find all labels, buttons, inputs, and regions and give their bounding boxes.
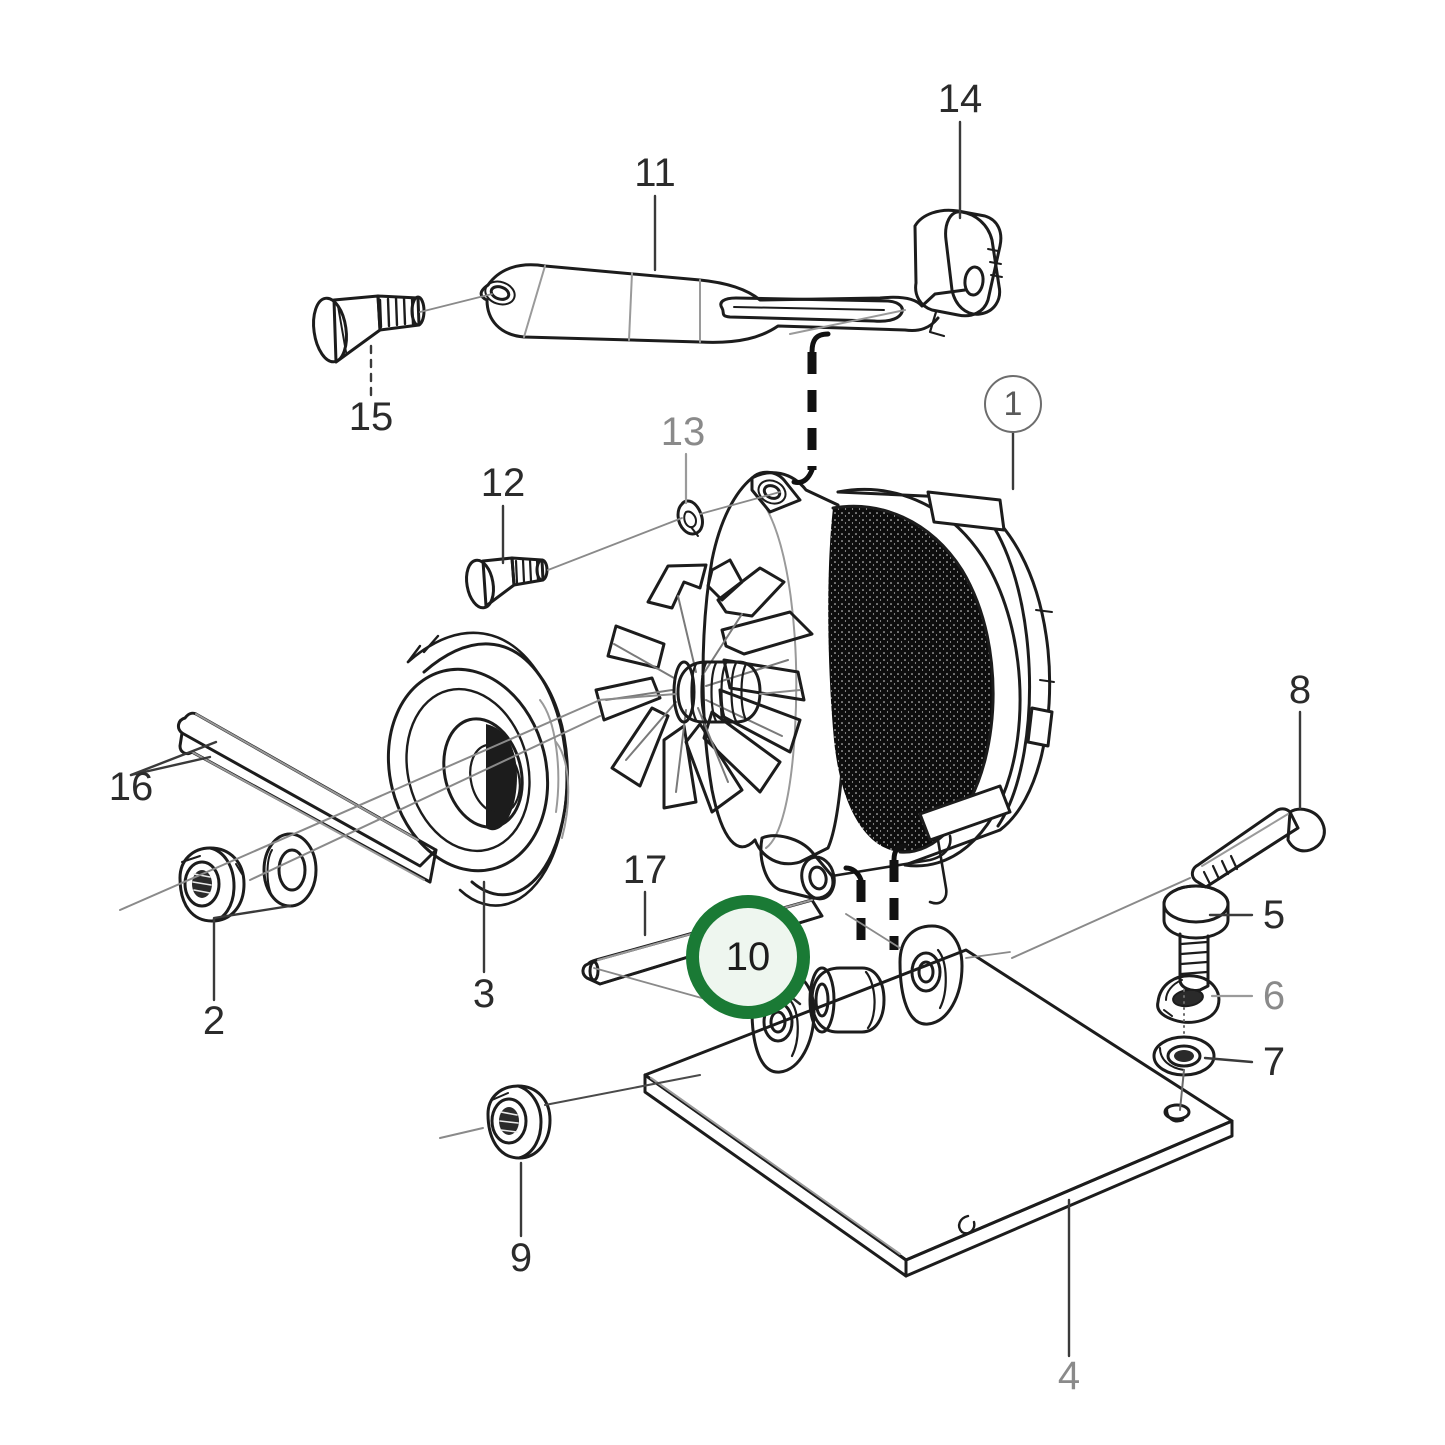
part-4-mounting-plate [643, 948, 1234, 1278]
callout-16: 16 [108, 765, 154, 809]
part-12-bracket-bolt [465, 556, 549, 610]
callout-3: 3 [472, 972, 496, 1016]
callout-14: 14 [937, 77, 983, 121]
callout-leaders [129, 120, 1302, 1358]
callout-7: 7 [1262, 1040, 1286, 1084]
callout-12: 12 [480, 461, 526, 505]
callout-9: 9 [509, 1236, 533, 1280]
callout-2: 2 [202, 999, 226, 1043]
highlighted-callout-10: 10 [686, 895, 810, 1019]
callout-17: 17 [622, 848, 668, 892]
callout-1: 1 [984, 375, 1042, 433]
part-11-adjusting-bracket [479, 263, 967, 344]
part-13-spring-washer [676, 499, 704, 537]
callout-13: 13 [660, 410, 706, 454]
rotor-shaft-thread [597, 660, 801, 724]
part-14-bracket-pivot-end [913, 208, 1003, 338]
part-15-pivot-bolt [312, 294, 426, 364]
part-9-lock-nut [486, 1084, 552, 1160]
cooling-fan [594, 558, 814, 814]
callout-11: 11 [634, 151, 676, 195]
artwork-linework [119, 120, 1326, 1358]
alignment-lines [419, 293, 1011, 1013]
callout-5: 5 [1262, 893, 1286, 937]
part-3-pulley [386, 631, 570, 907]
callout-leaders-faint [684, 452, 1254, 998]
callout-8: 8 [1288, 668, 1312, 712]
callout-4: 4 [1057, 1354, 1081, 1398]
assembly-dashed-joins [791, 331, 909, 883]
callout-15: 15 [348, 395, 394, 439]
part-16-drive-belt [176, 711, 438, 884]
assembly-dashed-paths [807, 352, 899, 950]
highlighted-callout-number: 10 [725, 934, 771, 979]
part-6-tab-washer [1156, 974, 1221, 1024]
part-1-alternator [594, 470, 1055, 905]
callout-6: 6 [1262, 974, 1286, 1018]
